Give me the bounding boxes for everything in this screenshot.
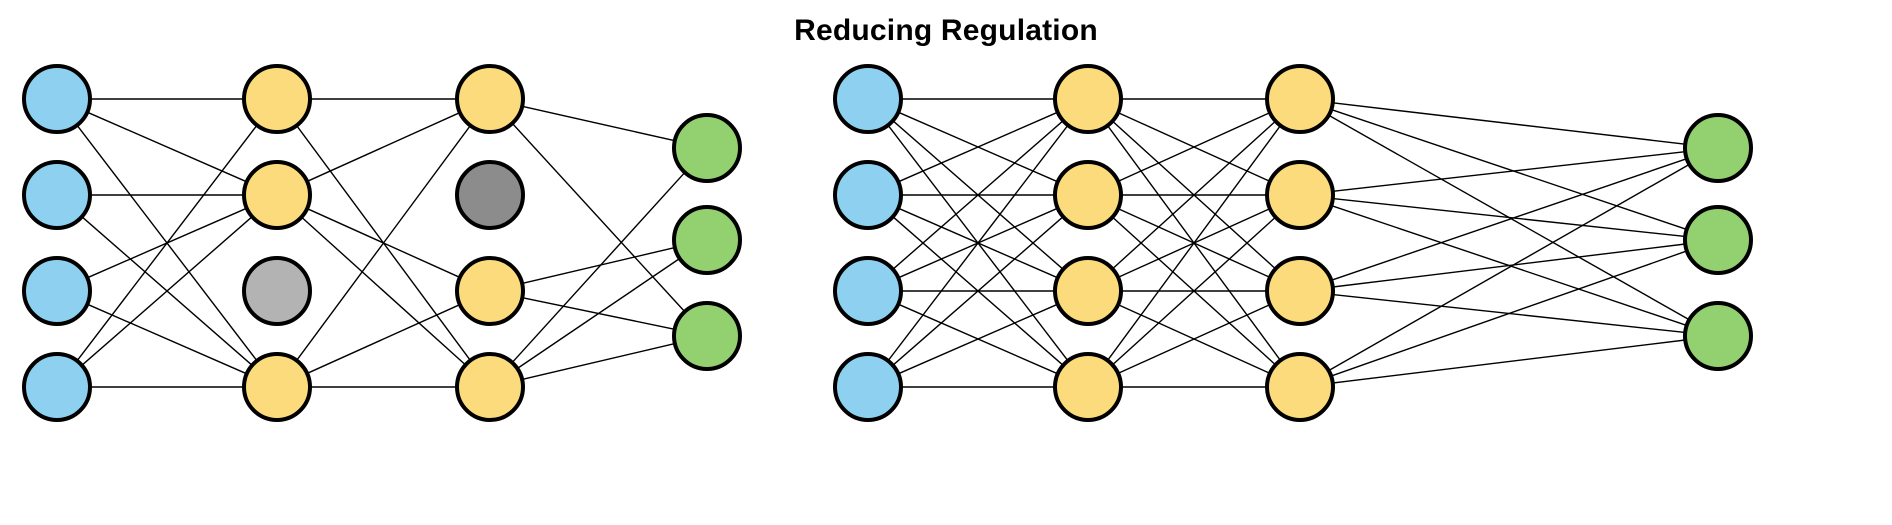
connection-edge bbox=[1332, 102, 1686, 145]
connection-edge bbox=[1332, 339, 1686, 384]
dropout-network-edges bbox=[76, 98, 686, 388]
nodes-layer bbox=[22, 64, 1753, 422]
edges-layer bbox=[76, 98, 1690, 388]
connection-edge bbox=[892, 216, 1064, 366]
neuron-node-active[interactable] bbox=[672, 205, 742, 275]
neuron-node-active[interactable] bbox=[1053, 256, 1123, 326]
connection-edge bbox=[521, 246, 676, 285]
dropout-network-hidden-layer-1 bbox=[242, 64, 312, 422]
connection-edge bbox=[887, 124, 1069, 362]
neuron-node-active[interactable] bbox=[672, 113, 742, 183]
connection-edge bbox=[81, 216, 253, 366]
neuron-node-active[interactable] bbox=[833, 352, 903, 422]
neuron-node-active[interactable] bbox=[22, 160, 92, 230]
neuron-node-active[interactable] bbox=[1053, 352, 1123, 422]
connection-edge bbox=[511, 171, 686, 364]
connection-edge bbox=[897, 303, 1059, 375]
connection-edge bbox=[76, 124, 258, 362]
connection-edge bbox=[296, 125, 471, 361]
full-network-nodes bbox=[833, 64, 1753, 422]
neuron-node-active[interactable] bbox=[242, 64, 312, 134]
connection-edge bbox=[516, 257, 681, 370]
neuron-node-active[interactable] bbox=[1265, 160, 1335, 230]
neuron-node-active[interactable] bbox=[455, 256, 525, 326]
neuron-node-active[interactable] bbox=[1053, 64, 1123, 134]
neuron-node-active[interactable] bbox=[833, 256, 903, 326]
connection-edge bbox=[306, 303, 461, 375]
connection-edge bbox=[1117, 303, 1271, 375]
connection-edge bbox=[301, 216, 466, 366]
connection-edge bbox=[1117, 111, 1271, 183]
connection-edge bbox=[522, 105, 675, 142]
full-network-input-layer bbox=[833, 64, 903, 422]
connection-edge bbox=[897, 111, 1059, 183]
connection-edge bbox=[1332, 150, 1686, 193]
full-network-hidden-layer-1 bbox=[1053, 64, 1123, 422]
connection-edge bbox=[1111, 216, 1277, 366]
neuron-node-active[interactable] bbox=[1265, 64, 1335, 134]
neuron-node-active[interactable] bbox=[833, 64, 903, 134]
neuron-node-active[interactable] bbox=[1265, 256, 1335, 326]
connection-edge bbox=[1331, 108, 1687, 231]
connection-edge bbox=[1332, 197, 1686, 238]
connection-edge bbox=[892, 120, 1064, 270]
dropout-network-nodes bbox=[22, 64, 742, 422]
connection-edge bbox=[1330, 158, 1688, 281]
neuron-node-active[interactable] bbox=[1683, 301, 1753, 371]
full-network-output-layer bbox=[1683, 113, 1753, 371]
connection-edge bbox=[86, 303, 248, 375]
connection-edge bbox=[1330, 250, 1688, 377]
connection-edge bbox=[306, 111, 461, 183]
neuron-node-active[interactable] bbox=[455, 64, 525, 134]
neuron-node-active[interactable] bbox=[672, 301, 742, 371]
dropout-network-input-layer bbox=[22, 64, 92, 422]
connection-edge bbox=[1328, 163, 1690, 372]
neuron-node-active[interactable] bbox=[22, 352, 92, 422]
full-network-hidden-layer-2 bbox=[1265, 64, 1335, 422]
dropout-network-output-layer bbox=[672, 113, 742, 371]
neuron-node-active[interactable] bbox=[22, 256, 92, 326]
neuron-node-active[interactable] bbox=[1683, 113, 1753, 183]
neuron-node-active[interactable] bbox=[22, 64, 92, 134]
neuron-node-active[interactable] bbox=[1683, 205, 1753, 275]
neuron-node-active[interactable] bbox=[242, 160, 312, 230]
neuron-node-active[interactable] bbox=[1265, 352, 1335, 422]
neuron-node-dropped[interactable] bbox=[455, 160, 525, 230]
neuron-node-dropped[interactable] bbox=[242, 256, 312, 326]
full-network-edges bbox=[887, 98, 1690, 388]
connection-edge bbox=[1106, 125, 1282, 361]
connection-edge bbox=[1111, 120, 1277, 270]
neuron-node-active[interactable] bbox=[242, 352, 312, 422]
page-title: Reducing Regulation bbox=[794, 14, 1098, 47]
dropout-network-hidden-layer-2 bbox=[455, 64, 525, 422]
connection-edge bbox=[1332, 243, 1686, 288]
neuron-node-active[interactable] bbox=[455, 352, 525, 422]
neuron-node-active[interactable] bbox=[833, 160, 903, 230]
neuron-node-active[interactable] bbox=[1053, 160, 1123, 230]
connection-edge bbox=[521, 342, 676, 381]
connection-edge bbox=[511, 122, 686, 313]
connection-edge bbox=[86, 111, 248, 183]
